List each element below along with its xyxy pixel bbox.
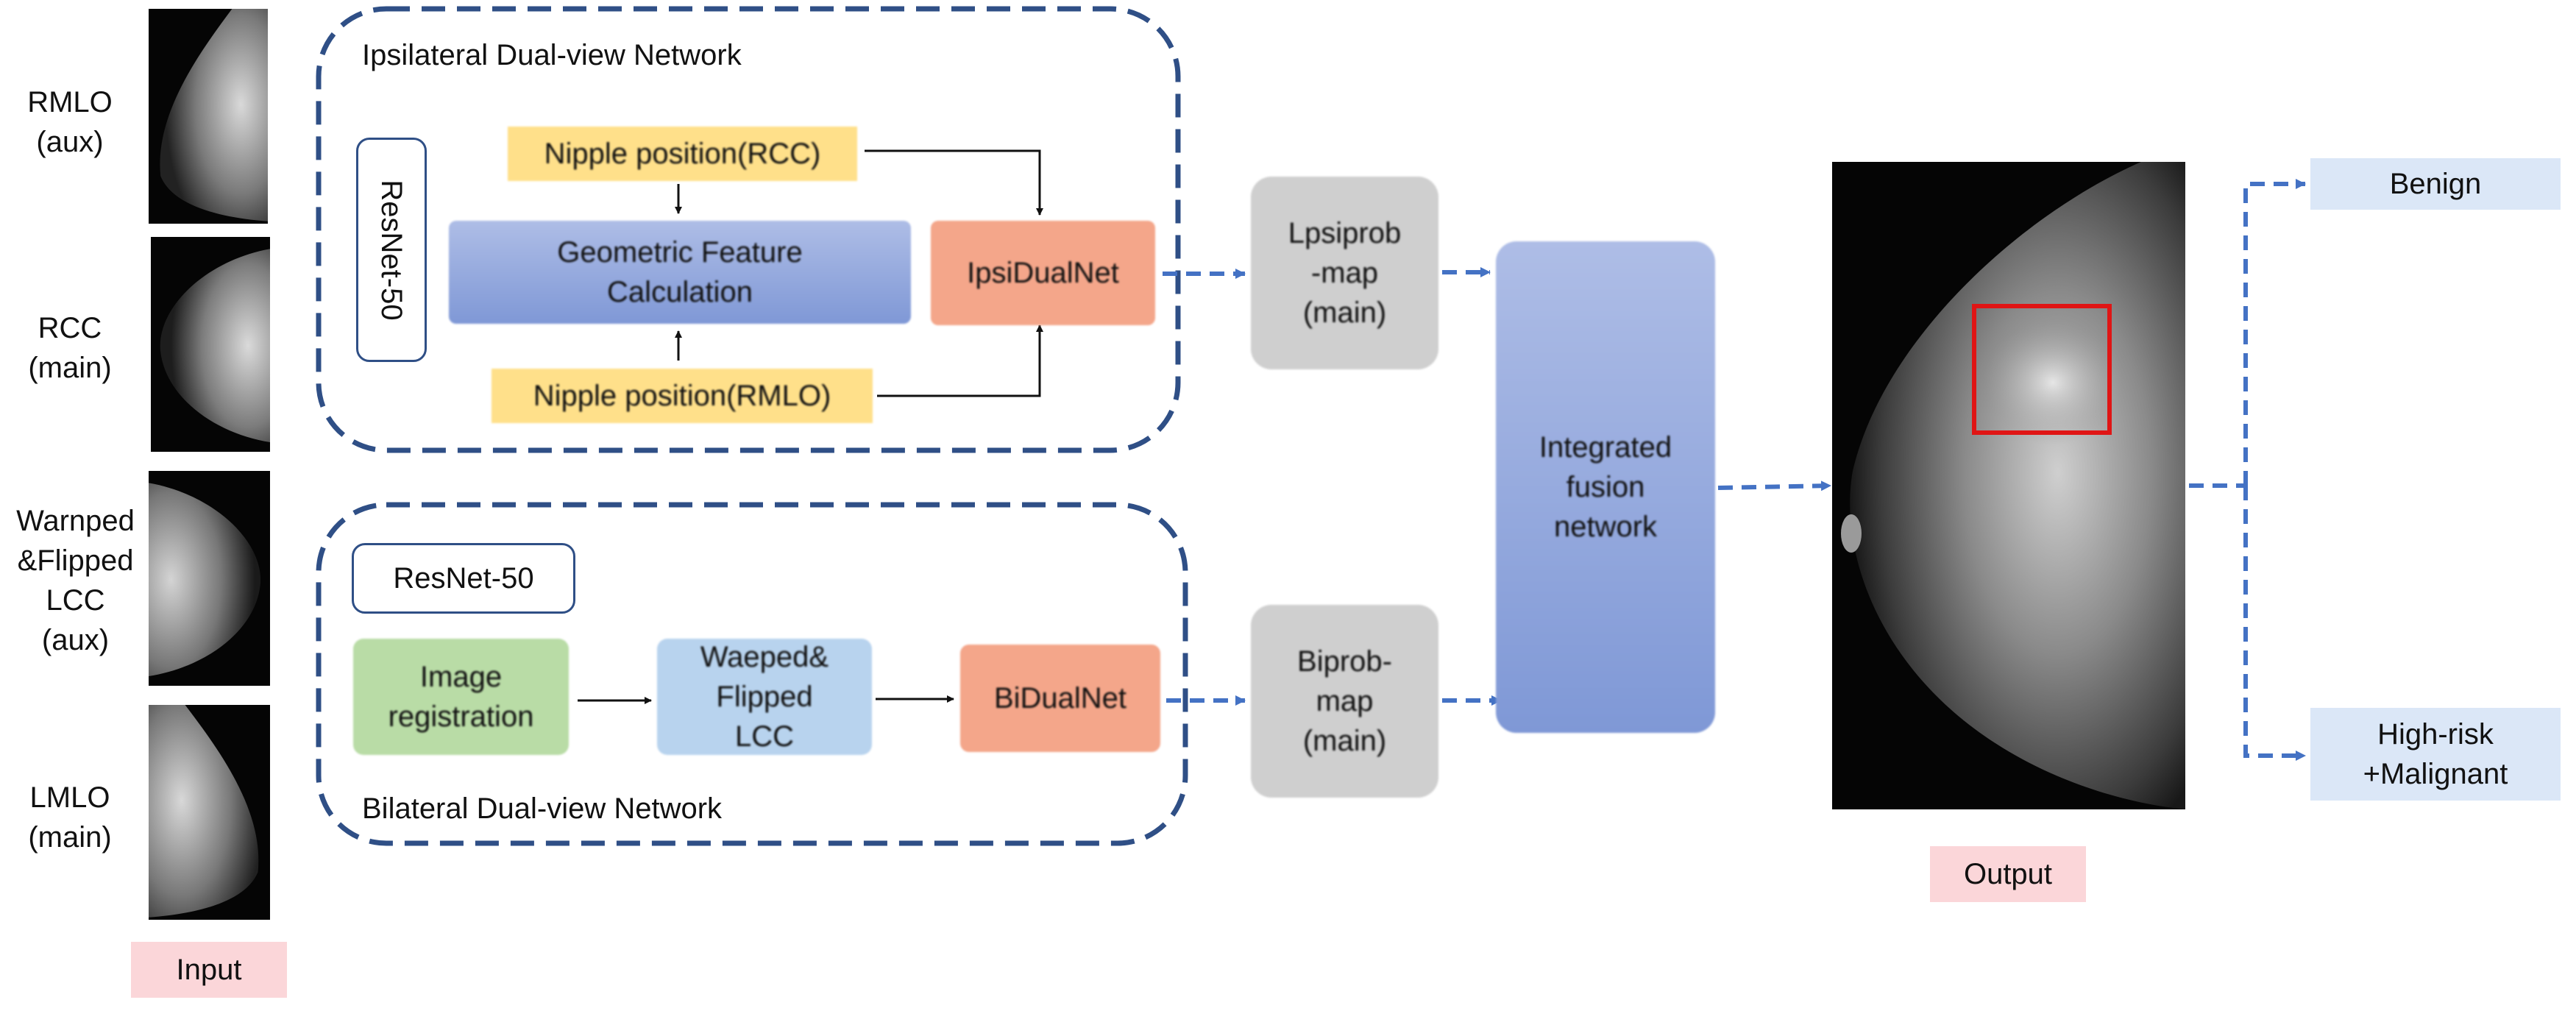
ipsi-resnet-label: ResNet-50 [375,179,408,321]
bi-probability-map: Biprob- map (main) [1251,605,1438,798]
arrow-split-to-benign [2243,179,2306,486]
ipsi-network-frame [316,6,1181,453]
bi-network-frame [316,502,1188,846]
result-benign: Benign [2310,158,2561,210]
warped-flipped-lcc-image [149,471,270,686]
nipple-position-rmlo: Nipple position(RMLO) [492,369,873,423]
bi-resnet-box: ResNet-50 [352,543,575,614]
rcc-image [151,237,270,452]
input-label-lmlo: LMLO (main) [28,781,112,854]
integrated-fusion-network: Integrated fusion network [1496,241,1715,733]
arrow-nipple-rmlo-to-ipsidualnet [877,324,1043,397]
rmlo-image [149,9,268,224]
ipsi-resnet-box: ResNet-50 [356,138,427,362]
geometric-feature-calculation: Geometric Feature Calculation [449,221,911,324]
input-caption: Input [131,942,287,998]
result-high-risk-malignant: High-risk +Malignant [2310,708,2561,801]
warped-flipped-lcc-box: Waeped& Flipped LCC [657,639,872,755]
bi-network-title: Bilateral Dual-view Network [362,792,723,825]
nipple-position-rcc: Nipple position(RCC) [508,127,857,181]
lmlo-image [149,705,270,920]
input-label-lcc: Warnped &Flipped LCC (aux) [16,505,135,656]
lesion-highlight-box [1972,304,2112,435]
arrow-fusion-to-output [1717,480,1831,492]
ipsidualnet-box: IpsiDualNet [931,221,1155,325]
input-label-rcc: RCC (main) [28,312,112,384]
arrow-split-to-malignant [2243,486,2306,761]
bidualnet-box: BiDualNet [960,645,1160,752]
ipsi-network-title: Ipsilateral Dual-view Network [362,39,742,71]
ipsi-probability-map: Lpsiprob -map (main) [1251,177,1438,369]
output-caption: Output [1930,846,2086,902]
image-registration-box: Image registration [353,639,569,755]
input-label-rmlo: RMLO (aux) [27,86,113,158]
arrow-nipple-rcc-to-ipsidualnet [865,149,1043,216]
output-mammogram [1832,162,2185,809]
